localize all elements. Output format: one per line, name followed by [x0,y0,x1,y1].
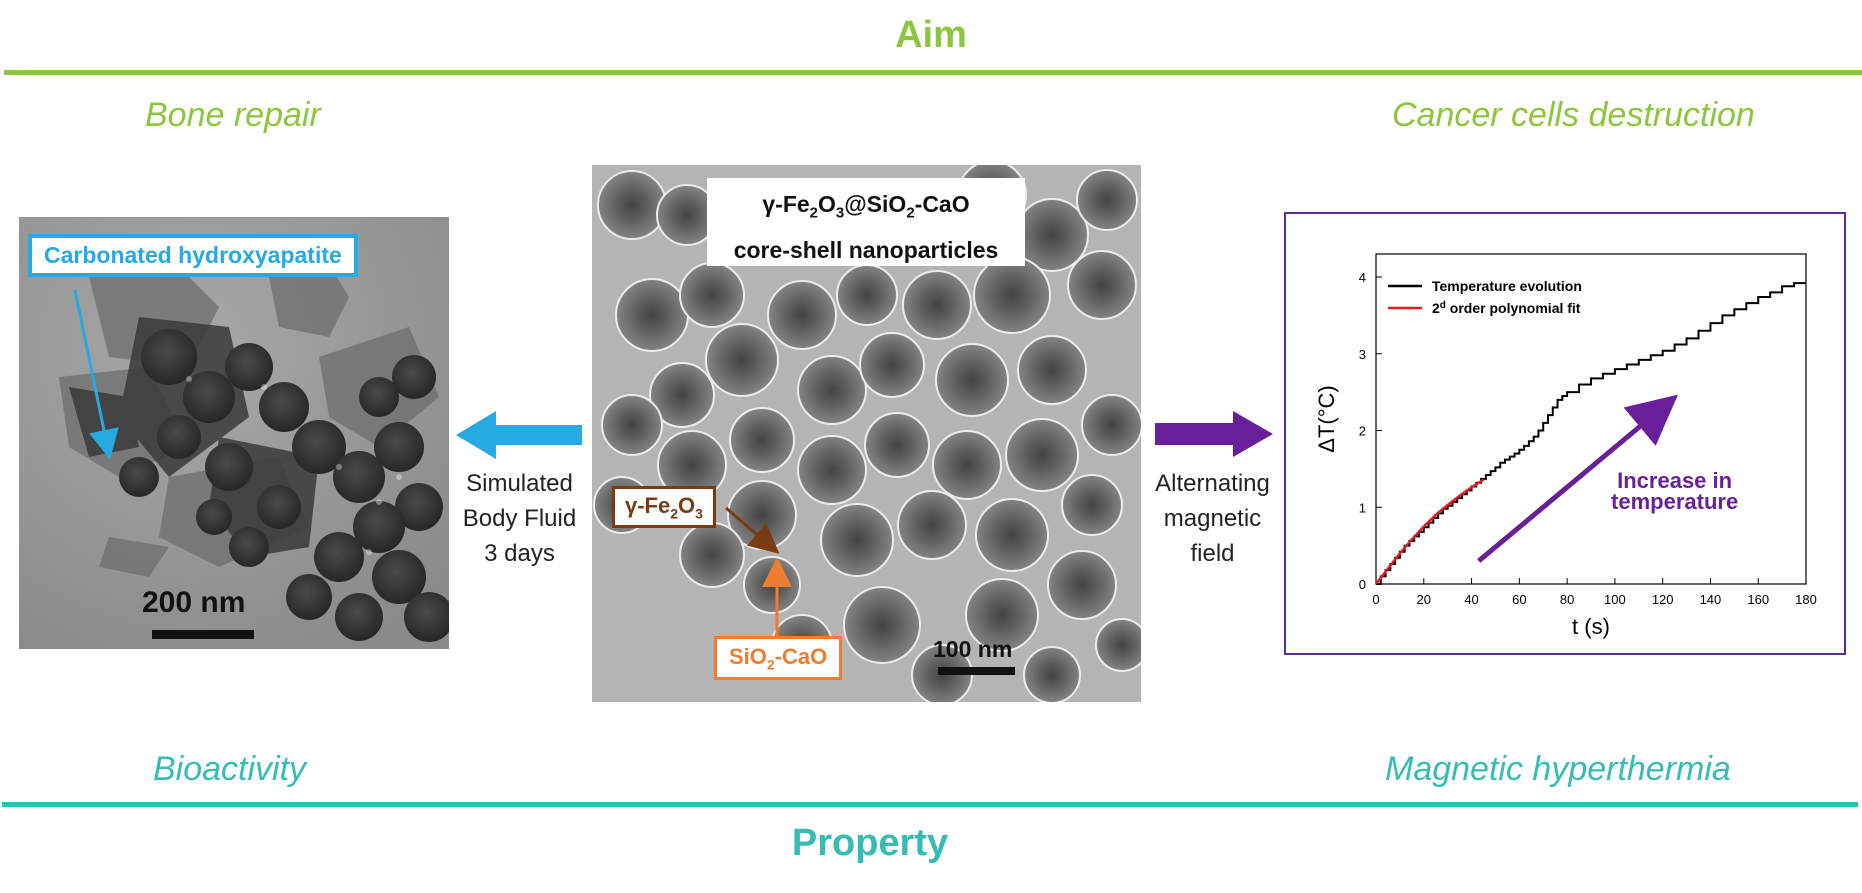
y-tick-label: 0 [1359,577,1366,592]
legend-label: 2d order polynomial fit [1432,300,1581,317]
right-arrow-line1: Alternating [1155,470,1270,497]
core-pointer [725,506,780,554]
x-tick-label: 140 [1700,592,1722,607]
center-tem-image [592,165,1141,702]
x-tick-label: 20 [1417,592,1431,607]
core-shell-title-box: γ-Fe2O3@SiO2-CaO core-shell nanoparticle… [707,178,1025,266]
left-arrow-line2: Body Fluid [462,505,577,532]
carbonated-hydroxyapatite-text: Carbonated hydroxyapatite [44,242,342,268]
left-arrow-caption: Simulated Body Fluid 3 days [452,466,587,571]
x-tick-label: 40 [1464,592,1478,607]
annotation-line1: Increase in [1617,468,1732,493]
temperature-chart: 0 20 40 60 80 100 120 140 160 180 0 1 2 3 4 t (s) ΔT(°C)… [1314,253,1817,639]
shell-label: SiO2-CaO [714,636,843,681]
left-arrow-line3: 3 days [484,540,555,567]
left-scale-bar [152,630,254,639]
increase-arrow [1477,394,1679,563]
plot-area-frame [1375,253,1807,585]
x-tick-label: 180 [1795,592,1817,607]
aim-cancer-cells-destruction: Cancer cells destruction [1392,96,1755,134]
x-tick-label: 120 [1652,592,1674,607]
property-bioactivity: Bioactivity [153,750,307,788]
left-arrow-icon [456,411,582,459]
y-tick-label: 4 [1359,270,1366,285]
y-axis-label: ΔT(°C) [1314,385,1339,452]
x-tick-label: 80 [1560,592,1574,607]
x-tick-label: 60 [1512,592,1526,607]
hyperthermia-chart-frame: 0 20 40 60 80 100 120 140 160 180 0 1 2 3 4 t (s) ΔT(°C)… [1284,212,1846,655]
polynomial-fit-line [1375,478,1485,585]
left-scale-bar-label: 200 nm [142,586,246,619]
aim-divider [4,70,1862,75]
y-tick-label: 2 [1359,424,1366,439]
x-tick-label: 100 [1604,592,1626,607]
center-tem-graphic [592,165,1141,702]
carbonated-hydroxyapatite-label: Carbonated hydroxyapatite [28,234,358,277]
center-scale-bar-label: 100 nm [933,636,1013,662]
right-arrow-line2: magnetic [1163,505,1262,532]
y-tick-label: 3 [1359,347,1366,362]
x-tick-label: 160 [1747,592,1769,607]
x-tick-label: 0 [1372,592,1379,607]
aim-title: Aim [895,14,967,56]
temperature-evolution-line [1376,282,1806,585]
property-divider [2,802,1858,807]
right-arrow-caption: Alternating magnetic field [1140,466,1285,571]
core-shell-formula: γ-Fe2O3@SiO2-CaO [762,191,970,222]
annotation-line2: temperature [1611,489,1738,514]
center-scale-bar [938,667,1015,675]
legend-label: Temperature evolution [1432,278,1582,294]
hydroxyapatite-pointer [73,289,119,460]
right-arrow-line3: field [1190,540,1235,567]
core-label: γ-Fe2O3 [612,486,716,529]
aim-bone-repair: Bone repair [145,96,321,134]
x-axis-label: t (s) [1572,614,1610,639]
core-shell-subtitle: core-shell nanoparticles [733,236,999,263]
right-arrow-icon [1155,411,1273,457]
left-arrow-line1: Simulated [466,470,573,497]
property-title: Property [791,822,949,864]
y-tick-label: 1 [1359,500,1366,515]
property-magnetic-hyperthermia: Magnetic hyperthermia [1385,750,1731,788]
